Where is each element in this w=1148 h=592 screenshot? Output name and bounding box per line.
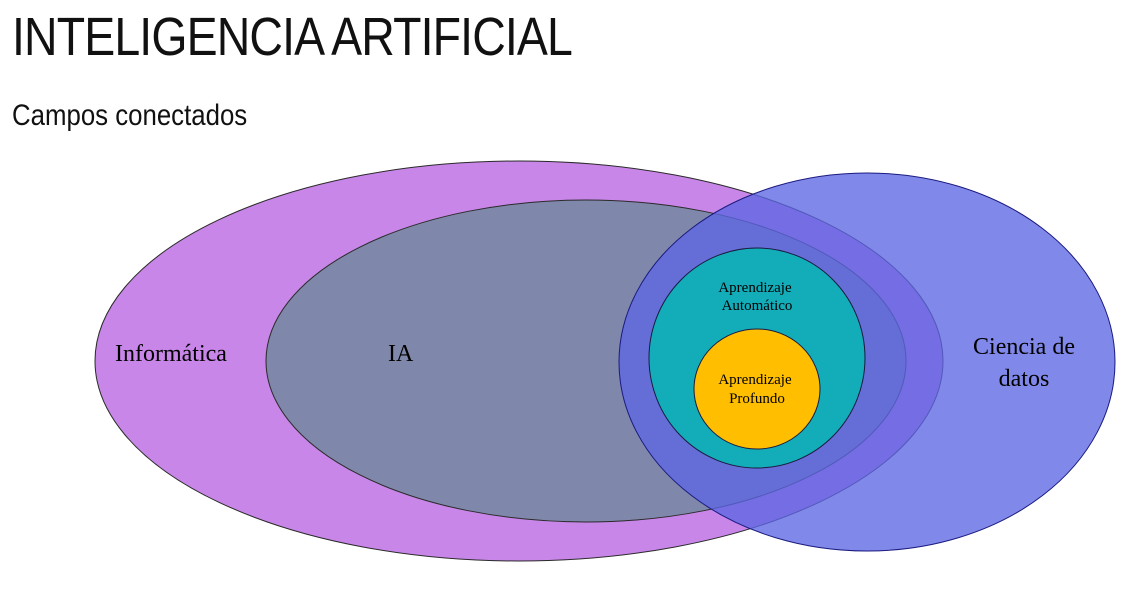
aprendizaje-profundo-label-line2: Profundo <box>729 391 785 407</box>
aprendizaje-automatico-label-line1: Aprendizaje <box>718 280 792 296</box>
page-subtitle: Campos conectados <box>12 99 248 132</box>
aprendizaje-automatico-label-line2: Automático <box>722 298 793 314</box>
aprendizaje-profundo-circle <box>693 328 821 450</box>
page-title: INTELIGENCIA ARTIFICIAL <box>12 7 573 67</box>
informatica-label: Informática <box>115 341 227 367</box>
ciencia-de-datos-label-line2: datos <box>999 366 1050 392</box>
aprendizaje-profundo-label-line1: Aprendizaje <box>718 372 792 388</box>
ciencia-de-datos-label-line1: Ciencia de <box>973 334 1075 360</box>
ia-label: IA <box>388 341 414 367</box>
